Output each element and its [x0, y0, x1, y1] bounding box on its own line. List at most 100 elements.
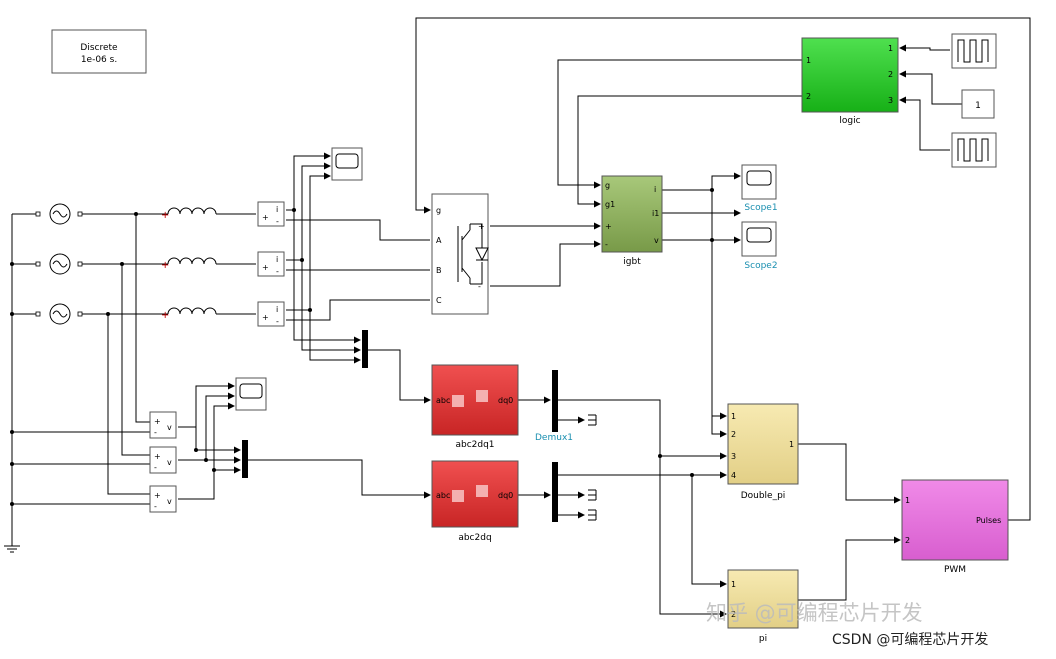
svg-text:1: 1	[888, 44, 893, 53]
svg-text:B: B	[436, 266, 442, 275]
pwm-subsystem[interactable]: 1 2 Pulses PWM	[901, 479, 1009, 575]
voltage-meter-c[interactable]: + - v	[149, 485, 177, 513]
svg-text:2: 2	[888, 70, 893, 79]
signal-wires	[11, 17, 1031, 618]
constant-block[interactable]: 1	[961, 89, 995, 119]
igbt-label: igbt	[623, 257, 641, 267]
svg-text:+: +	[154, 452, 161, 461]
svg-text:2: 2	[806, 92, 811, 101]
ac-source-a[interactable]	[35, 203, 83, 225]
powergui-block[interactable]: Discrete 1e-06 s.	[51, 29, 147, 74]
inductor-c[interactable]: +	[158, 307, 232, 321]
svg-text:1: 1	[806, 56, 811, 65]
current-mux[interactable]	[362, 330, 368, 368]
voltage-scope[interactable]	[235, 377, 267, 411]
svg-text:+: +	[154, 491, 161, 500]
svg-text:abc: abc	[436, 396, 450, 405]
demux2-block[interactable]	[552, 462, 558, 522]
watermark-zhihu: 知乎 @可编程芯片开发	[706, 601, 923, 625]
pi-label: pi	[759, 634, 767, 644]
double-pi-label: Double_pi	[741, 491, 786, 501]
current-meter-c[interactable]: + i -	[257, 301, 285, 327]
voltage-mux[interactable]	[242, 440, 248, 478]
current-meter-b[interactable]: + i -	[257, 251, 285, 277]
svg-text:-: -	[276, 267, 279, 276]
logic-subsystem[interactable]: 1 2 1 2 3 logic	[801, 37, 899, 126]
svg-text:-: -	[478, 282, 481, 291]
svg-text:1: 1	[789, 440, 794, 449]
svg-text:+: +	[161, 210, 169, 221]
scope1-block[interactable]: Scope1	[741, 164, 778, 213]
inductor-b[interactable]: +	[158, 257, 232, 271]
svg-text:+: +	[161, 260, 169, 271]
svg-text:-: -	[154, 428, 157, 437]
pulse-generator-2[interactable]	[951, 132, 997, 168]
watermark-csdn: CSDN @可编程芯片开发	[832, 632, 988, 648]
svg-text:2: 2	[905, 536, 910, 545]
svg-text:1: 1	[731, 412, 736, 421]
svg-text:i1: i1	[652, 209, 659, 218]
series-inductors[interactable]: + + +	[158, 207, 232, 321]
abc2dq1-label: abc2dq1	[455, 440, 494, 450]
igbt-subsystem[interactable]: g g1 + - i i1 v igbt	[601, 175, 663, 267]
svg-text:1: 1	[905, 496, 910, 505]
powergui-sample-time: 1e-06 s.	[81, 55, 117, 65]
svg-text:+: +	[262, 213, 269, 222]
voltage-measurements[interactable]: + - v + - v + - v	[149, 411, 177, 513]
constant-value: 1	[975, 101, 981, 111]
svg-text:-: -	[276, 317, 279, 326]
pwm-label: PWM	[944, 565, 966, 575]
ac-voltage-sources[interactable]	[35, 203, 83, 325]
double-pi-subsystem[interactable]: 1 2 3 4 1 Double_pi	[727, 403, 799, 501]
svg-text:i: i	[654, 185, 656, 194]
ac-source-b[interactable]	[35, 253, 83, 275]
demux1-block[interactable]	[552, 370, 558, 432]
pi-subsystem[interactable]: 1 2 pi	[727, 569, 799, 644]
voltage-meter-a[interactable]: + - v	[149, 411, 177, 439]
ground-symbol[interactable]	[4, 540, 20, 553]
abc2dq-subsystem[interactable]: abc dq0 abc2dq	[431, 460, 519, 543]
svg-text:+: +	[262, 313, 269, 322]
svg-text:-: -	[154, 463, 157, 472]
logic-label: logic	[839, 116, 860, 126]
demux1-label: Demux1	[535, 433, 573, 443]
svg-text:3: 3	[888, 96, 893, 105]
svg-text:i: i	[276, 255, 278, 264]
current-scope[interactable]	[331, 147, 363, 181]
pulse-generator-1[interactable]	[951, 33, 997, 69]
universal-bridge[interactable]: g A B C + -	[431, 193, 489, 315]
inductor-a[interactable]: +	[158, 207, 232, 221]
svg-text:1: 1	[731, 580, 736, 589]
svg-text:3: 3	[731, 452, 736, 461]
scope2-block[interactable]: Scope2	[741, 221, 778, 271]
svg-text:abc: abc	[436, 491, 450, 500]
current-meter-a[interactable]: + i -	[257, 201, 285, 227]
svg-text:-: -	[605, 240, 608, 249]
svg-text:C: C	[436, 296, 442, 305]
wire-junctions	[10, 188, 714, 506]
svg-text:v: v	[167, 458, 172, 467]
abc2dq-label: abc2dq	[458, 533, 491, 543]
voltage-meter-b[interactable]: + - v	[149, 446, 177, 474]
svg-text:v: v	[167, 423, 172, 432]
svg-text:v: v	[167, 497, 172, 506]
abc2dq1-subsystem[interactable]: abc dq0 abc2dq1	[431, 364, 519, 450]
svg-text:-: -	[154, 502, 157, 511]
current-measurements[interactable]: + i - + i - + i -	[257, 201, 285, 327]
svg-text:+: +	[262, 263, 269, 272]
scope2-label: Scope2	[744, 261, 777, 271]
svg-text:i: i	[276, 205, 278, 214]
svg-text:g: g	[605, 181, 610, 190]
powergui-mode: Discrete	[80, 43, 118, 53]
svg-text:+: +	[605, 222, 612, 231]
svg-text:Pulses: Pulses	[976, 516, 1001, 525]
svg-text:g: g	[436, 206, 441, 215]
scope1-label: Scope1	[744, 203, 777, 213]
ac-source-c[interactable]	[35, 303, 83, 325]
svg-text:dq0: dq0	[498, 396, 513, 405]
svg-text:A: A	[436, 236, 442, 245]
svg-text:4: 4	[731, 471, 736, 480]
svg-text:g1: g1	[605, 200, 615, 209]
svg-text:-: -	[276, 217, 279, 226]
